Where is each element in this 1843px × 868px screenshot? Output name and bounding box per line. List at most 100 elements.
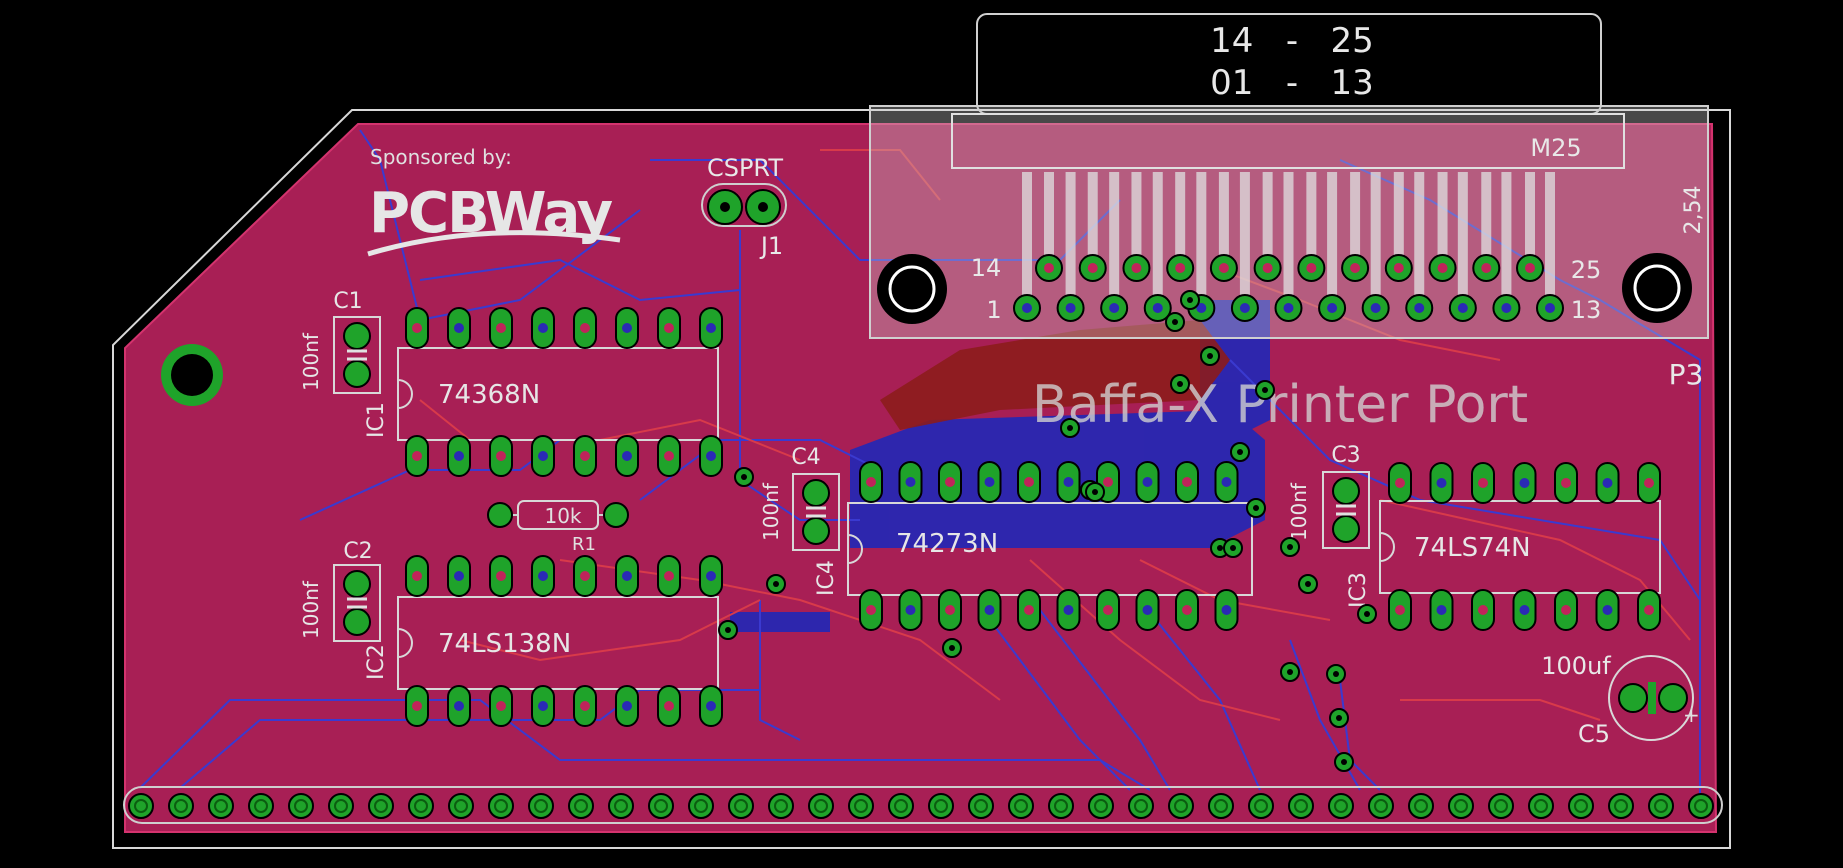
ic-pin-drill — [905, 605, 916, 615]
capacitor-c5-value: 100uf — [1541, 652, 1611, 680]
board-mount-hole — [161, 344, 223, 406]
edge-connector-pin — [1568, 793, 1594, 819]
capacitor-c4: C4 100nf — [759, 445, 840, 551]
edge-connector-pin — [448, 793, 474, 819]
ic-pin-drill — [538, 701, 548, 711]
edge-connector-pin — [1528, 793, 1554, 819]
ic-pin-drill — [412, 571, 422, 581]
db25-body — [951, 113, 1625, 169]
board-outline — [112, 109, 1731, 849]
ic-pin-drill — [1142, 477, 1153, 487]
capacitor-ref-label: C2 — [343, 539, 372, 564]
capacitor-c2: C2 100nf — [299, 539, 381, 642]
jumper-label: CSPRT — [707, 154, 783, 182]
db25-range-top: 14 - 25 — [1210, 21, 1374, 61]
db25-pad-drill — [1131, 263, 1142, 273]
edge-connector-pin — [1648, 793, 1674, 819]
trace-segment — [739, 230, 860, 521]
ic-pin-drill — [1395, 605, 1405, 615]
ic-pin-drill — [412, 451, 422, 461]
edge-connector-pin — [128, 793, 154, 819]
ic-pin-drill — [1182, 605, 1192, 615]
capacitor-value-label: 100nf — [759, 482, 783, 541]
ic-pin-drill — [580, 451, 590, 461]
ic-pin-drill — [412, 701, 422, 711]
ic-pin-drill — [1063, 477, 1074, 487]
ic-pin-drill — [1395, 478, 1405, 488]
ic-notch — [397, 628, 413, 658]
ic-pin-drill — [622, 701, 632, 711]
ic-ref-label: IC2 — [364, 644, 389, 680]
ic-pin-drill — [454, 451, 464, 461]
db25-pad-drill — [1525, 263, 1535, 273]
db25-pad-drill — [1437, 263, 1448, 273]
ic-pin-drill — [1436, 605, 1447, 615]
db25-pins — [1013, 172, 1564, 322]
sponsor-label: Sponsored by: — [370, 145, 512, 169]
db25-pad-drill — [1087, 263, 1098, 273]
edge-connector-pin — [1488, 793, 1514, 819]
ic-pin-drill — [706, 571, 716, 581]
capacitor-value-label: 100nf — [299, 332, 323, 391]
db25-pad-drill — [1457, 303, 1468, 313]
ic-pin-drill — [1182, 477, 1192, 487]
edge-connector-pin — [1448, 793, 1474, 819]
board-title: Baffa-X Printer Port — [1032, 375, 1528, 435]
ic-pin-drill — [538, 323, 548, 333]
db25-mount-hole-right — [1622, 253, 1692, 323]
trace-segment — [759, 600, 801, 741]
trace-segment — [820, 149, 941, 201]
ic-pin-drill — [454, 571, 464, 581]
edge-connector-pin — [488, 793, 514, 819]
ic-pin-drill — [1478, 478, 1488, 488]
edge-connector-pin — [928, 793, 954, 819]
edge-connector-pin — [888, 793, 914, 819]
db25-connector-p3: 14 - 25 01 - 13 M25 2,54 P3 14 25 1 13 — [869, 13, 1709, 391]
edge-connector-pin — [608, 793, 634, 819]
ic-pin-drill — [1561, 478, 1571, 488]
ic-pin-drill — [1644, 478, 1654, 488]
edge-connector-pin — [1248, 793, 1274, 819]
ic-ref-label: IC4 — [814, 560, 839, 596]
ic-pin-drill — [622, 323, 632, 333]
edge-connector-pin — [1048, 793, 1074, 819]
capacitor-ref-label: C1 — [333, 289, 362, 314]
ic-pin-drill — [945, 477, 955, 487]
db25-pad-drill — [1306, 263, 1317, 273]
db25-pad-drill — [1044, 263, 1054, 273]
copper-region-top-dark — [880, 320, 1230, 430]
edge-connector-pin — [768, 793, 794, 819]
edge-connector-pin — [288, 793, 314, 819]
ic-pin-drill — [984, 477, 995, 487]
vias — [718, 290, 1377, 772]
capacitor-ref-label: C4 — [791, 445, 820, 470]
capacitor-value-label: 100nf — [299, 580, 323, 639]
trace-segment — [650, 159, 1121, 261]
edge-connector-pin — [968, 793, 994, 819]
trace-segment — [559, 559, 1001, 701]
db25-pin-label-14: 14 — [971, 254, 1002, 282]
ic-pin-drill — [454, 323, 464, 333]
edge-connector-pin — [248, 793, 274, 819]
edge-connector-pin — [728, 793, 754, 819]
db25-pad-drill — [1175, 263, 1186, 273]
ic-pin-drill — [905, 477, 916, 487]
capacitor-c1: C1 100nf — [299, 289, 381, 394]
ic-pin-drill — [664, 571, 674, 581]
trace-segment — [139, 699, 1151, 791]
db25-pad-drill — [1327, 303, 1338, 313]
db25-pad-drill — [1262, 263, 1273, 273]
edge-connector-pin — [688, 793, 714, 819]
ic-ref-label: IC1 — [364, 402, 389, 438]
sponsor-logo-swoosh — [367, 230, 621, 257]
ic-pin-drill — [622, 571, 632, 581]
ic-pin-drill — [706, 451, 716, 461]
ic-pin-drill — [1063, 605, 1074, 615]
db25-pad-drill — [1022, 303, 1032, 313]
ic-pin-drill — [866, 477, 876, 487]
ic-pin-drill — [1602, 605, 1613, 615]
edge-connector-pin — [1088, 793, 1114, 819]
